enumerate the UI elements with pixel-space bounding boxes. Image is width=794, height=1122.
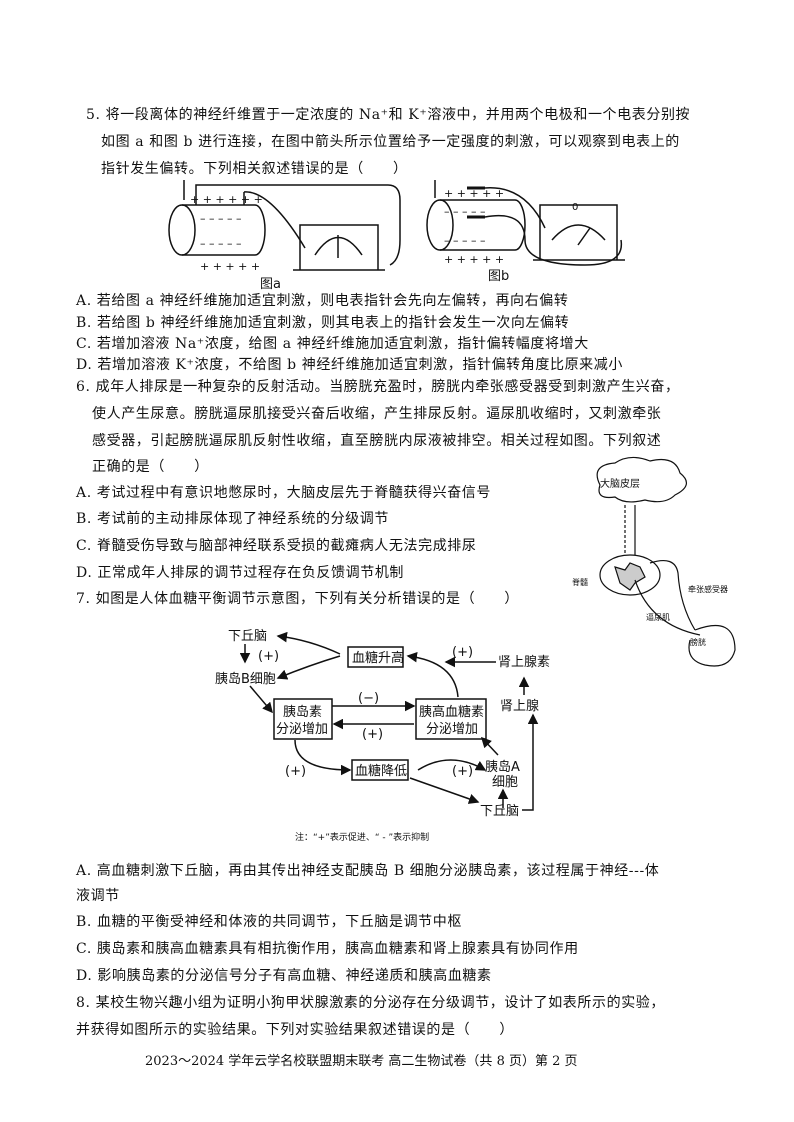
glucose-down: 血糖降低 <box>355 763 407 779</box>
micturition-reflex-figure: 大脑皮层 脊髓 牵张感受器 逼尿肌 膀胱 <box>572 456 736 667</box>
svg-text:– – – – –: – – – – – <box>200 237 242 250</box>
label-receptor: 牵张感受器 <box>688 584 728 594</box>
q7-option-c: C. 胰岛素和胰高血糖素具有相抗衡作用，胰高血糖素和肾上腺素具有协同作用 <box>76 941 579 957</box>
q5-figures: + + + + + + – – – – – – – – – – + + + + + 图… <box>168 180 625 290</box>
q5-option-d: D. 若增加溶液 K⁺浓度，不给图 b 神经纤维施加适宜刺激，指针偏转角度比原来… <box>76 357 623 373</box>
plus-5: (+) <box>452 764 473 779</box>
page-footer: 2023～2024 学年云学名校联盟期末联考 高二生物试卷（共 8 页）第 2 … <box>145 1054 578 1069</box>
q6-line-3: 感受器，引起膀胱逼尿肌反射性收缩，直至膀胱内尿液被排空。相关过程如图。下列叙述 <box>92 433 662 449</box>
glucose-up: 血糖升高 <box>352 650 404 666</box>
a-cell-line1: 胰岛A <box>485 759 520 775</box>
q5-line-1: 5. 将一段离体的神经纤维置于一定浓度的 Na⁺和 K⁺溶液中，并用两个电极和一… <box>86 107 691 123</box>
hypothalamus-bottom: 下丘脑 <box>480 804 519 819</box>
q5-option-c: C. 若增加溶液 Na⁺浓度，给图 a 神经纤维施加适宜刺激，指针偏转幅度将增大 <box>76 336 589 352</box>
label-spinal-cord: 脊髓 <box>572 577 588 587</box>
label-cortex: 大脑皮层 <box>600 477 640 490</box>
q7-option-d: D. 影响胰岛素的分泌信号分子有高血糖、神经递质和胰高血糖素 <box>76 968 492 984</box>
svg-text:– – – – –: – – – – – <box>444 205 486 218</box>
plus-1: (+) <box>258 649 279 664</box>
q6-option-b: B. 考试前的主动排尿体现了神经系统的分级调节 <box>76 511 389 527</box>
svg-text:+ + + + +: + + + + + <box>444 187 504 200</box>
q6-line-1: 6. 成年人排尿是一种复杂的反射活动。当膀胱充盈时，膀胱内牵张感受器受到刺激产生… <box>76 379 680 395</box>
svg-text:– – – – –: – – – – – <box>200 212 242 225</box>
plus-4: (+) <box>285 764 306 779</box>
svg-text:+ + + + +: + + + + + <box>200 260 260 273</box>
label-bladder: 膀胱 <box>690 637 706 647</box>
q5-line-2: 如图 a 和图 b 进行连接，在图中箭头所示位置给予一定强度的刺激，可以观察到电… <box>101 134 680 150</box>
q8-line-1: 8. 某校生物兴趣小组为证明小狗甲状腺激素的分泌存在分级调节，设计了如表所示的实… <box>76 995 666 1011</box>
meter-zero: 0 <box>572 202 578 213</box>
q7-option-b: B. 血糖的平衡受神经和体液的共同调节，下丘脑是调节中枢 <box>76 914 462 930</box>
q7-line: 7. 如图是人体血糖平衡调节示意图，下列有关分析错误的是（ ） <box>76 591 520 607</box>
q5-option-a: A. 若给图 a 神经纤维施加适宜刺激，则电表指针会先向左偏转，再向右偏转 <box>76 293 569 309</box>
q8-line-2: 并获得如图所示的实验结果。下列对实验结果叙述错误的是（ ） <box>76 1022 514 1038</box>
q6-option-c: C. 脊髓受伤导致与脑部神经联系受损的截瘫病人无法完成排尿 <box>76 538 477 554</box>
q5-option-b: B. 若给图 b 神经纤维施加适宜刺激，则其电表上的指针会发生一次向左偏转 <box>76 315 570 331</box>
q6-line-4: 正确的是（ ） <box>92 459 209 475</box>
glucagon-line1: 胰高血糖素 <box>419 704 484 720</box>
adrenal-gland: 肾上腺 <box>500 699 539 714</box>
hypothalamus-top: 下丘脑 <box>228 629 267 644</box>
fig-b-label: 图b <box>488 269 509 284</box>
figure-a <box>168 180 401 271</box>
q5-line-3: 指针发生偏转。下列相关叙述错误的是（ ） <box>101 161 408 177</box>
label-detrusor: 逼尿肌 <box>646 613 670 622</box>
glucose-regulation-diagram: 下丘脑 胰岛B细胞 血糖升高 肾上腺素 肾上腺 胰岛素 分泌增加 胰高血糖素 分… <box>215 629 550 843</box>
figure-b <box>426 180 625 266</box>
glucagon-line2: 分泌增加 <box>426 722 478 737</box>
insulin-line2: 分泌增加 <box>276 722 328 737</box>
plus-3: (+) <box>362 727 383 742</box>
insulin-line1: 胰岛素 <box>283 704 322 720</box>
minus: (−) <box>358 691 379 706</box>
svg-text:+ + + + +: + + + + + <box>444 253 504 266</box>
b-cell: 胰岛B细胞 <box>215 671 276 687</box>
q6-line-2: 使人产生尿意。膀胱逼尿肌接受兴奋后收缩，产生排尿反射。逼尿肌收缩时，又刺激牵张 <box>92 406 662 422</box>
q6-option-d: D. 正常成年人排尿的调节过程存在负反馈调节机制 <box>76 565 405 581</box>
a-cell-line2: 细胞 <box>492 775 518 790</box>
svg-text:+ + + + + +: + + + + + + <box>190 193 263 206</box>
fig-a-label: 图a <box>260 277 281 290</box>
q7-option-a: A. 高血糖刺激下丘脑，再由其传出神经支配胰岛 B 细胞分泌胰岛素，该过程属于神… <box>76 863 660 879</box>
q6-option-a: A. 考试过程中有意识地憋尿时，大脑皮层先于脊髓获得兴奋信号 <box>76 485 492 501</box>
q7-option-a-cont: 液调节 <box>76 888 120 904</box>
svg-text:– – – – –: – – – – – <box>444 234 486 247</box>
plus-2: (+) <box>452 645 473 660</box>
adrenaline: 肾上腺素 <box>498 655 550 670</box>
diagram-note: 注：“+”表示促进、“ - ”表示抑制 <box>295 831 429 843</box>
